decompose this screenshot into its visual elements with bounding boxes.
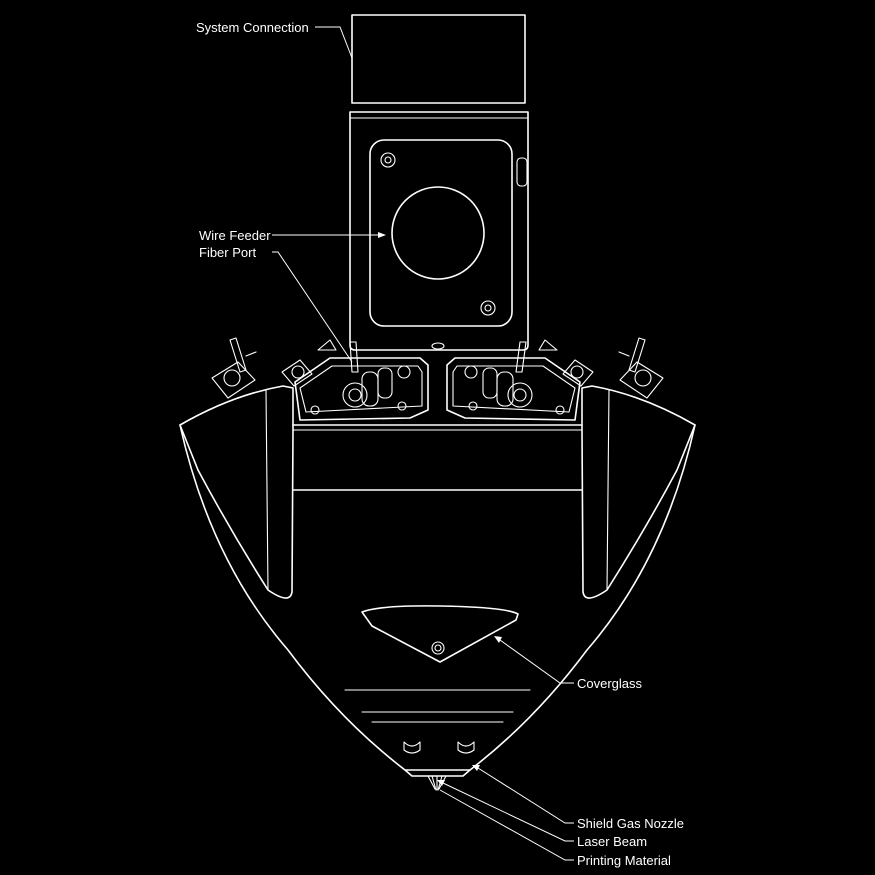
side-connectors (211, 337, 664, 399)
leader-fiber-port (272, 251, 353, 363)
label-coverglass: Coverglass (577, 676, 643, 691)
central-body (292, 424, 583, 491)
leader-printing-material (439, 789, 574, 861)
lower-cone (179, 424, 696, 791)
leader-laser-beam (442, 782, 574, 842)
upper-housing (349, 111, 529, 351)
left-shell (179, 385, 294, 599)
label-wire-feeder: Wire Feeder (199, 228, 271, 243)
right-feeder-assembly (446, 341, 581, 421)
leader-shield-gas-nozzle (477, 767, 574, 824)
label-printing-material: Printing Material (577, 853, 671, 868)
label-fiber-port: Fiber Port (199, 245, 257, 260)
leader-coverglass (499, 639, 574, 684)
left-feeder-assembly (294, 341, 429, 421)
right-shell (581, 385, 696, 599)
leader-system-connection (315, 26, 353, 59)
label-system-connection: System Connection (196, 20, 309, 35)
system-connection-block (351, 14, 526, 104)
coverglass-window (361, 605, 519, 663)
label-shield-gas-nozzle: Shield Gas Nozzle (577, 816, 684, 831)
leader-lines (272, 26, 574, 861)
label-laser-beam: Laser Beam (577, 834, 648, 849)
